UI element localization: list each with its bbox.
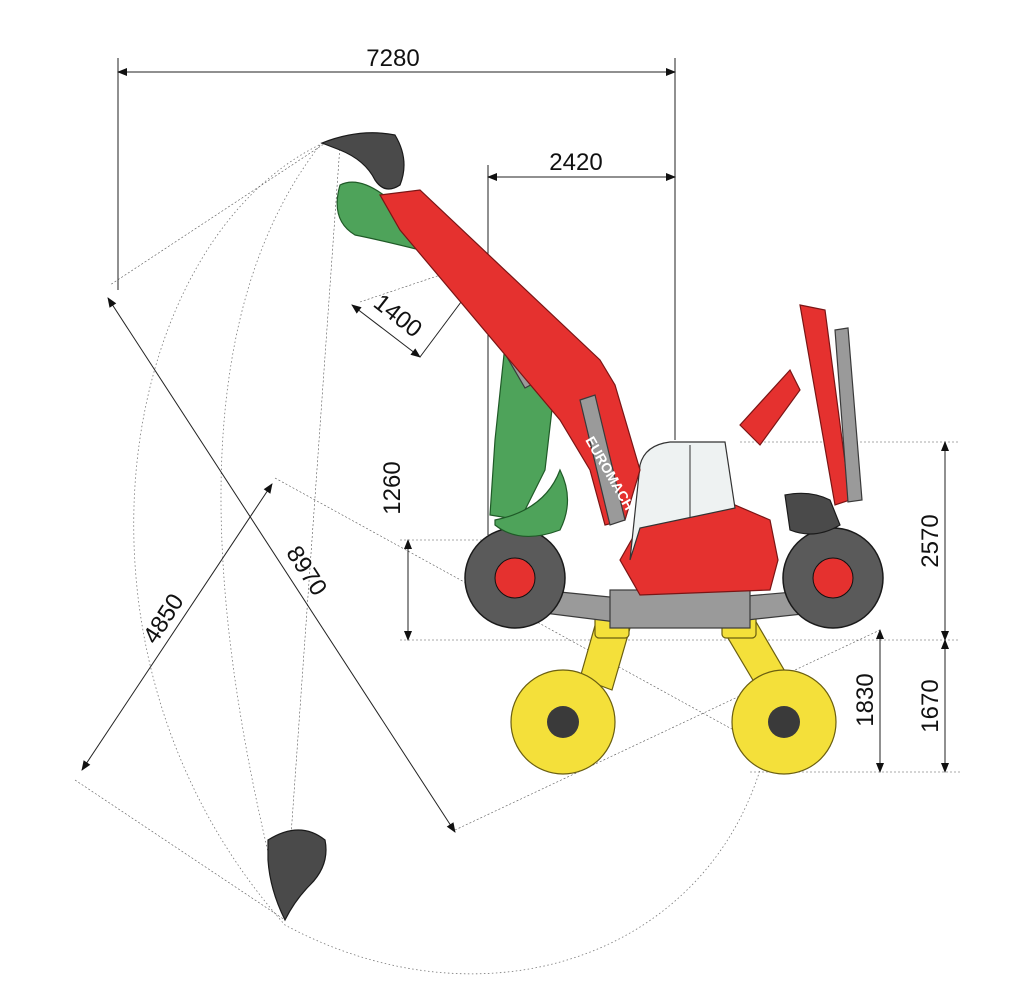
dim-1400-label: 1400	[368, 289, 427, 343]
operator-cab	[629, 441, 736, 561]
dim-8970-label: 8970	[280, 541, 332, 600]
outrigger-assembly	[510, 607, 837, 775]
chassis-base	[609, 589, 751, 629]
dim-1670-label: 1670	[917, 679, 944, 732]
dim-8970-line	[107, 297, 456, 833]
rear-bucket	[784, 492, 841, 535]
dim-4850-line	[81, 483, 273, 771]
deep-bucket	[267, 829, 327, 922]
dim-1830-label: 1830	[852, 673, 879, 726]
dim-7280-label: 7280	[366, 45, 419, 72]
machine-body	[619, 441, 779, 596]
guide-line	[109, 139, 331, 286]
front-hub	[494, 557, 536, 599]
rear-cylinder	[834, 327, 863, 503]
dim-2420-label: 2420	[549, 149, 602, 176]
left-wheel-hub	[547, 706, 579, 738]
rear-red-link	[739, 368, 801, 446]
main-boom: EUROMACH	[320, 132, 641, 526]
rear-leg-arm	[739, 304, 863, 535]
guide-line	[284, 144, 341, 921]
green-bucket-high	[336, 181, 422, 251]
dimension-lines: 7280 2420 1400 1260 2570 1830 1670 8970 …	[81, 45, 949, 833]
guide-line	[74, 779, 286, 921]
green-bucket-low	[494, 468, 569, 538]
chassis	[519, 587, 841, 629]
dim-2570-label: 2570	[917, 514, 944, 567]
rear-hub	[812, 557, 854, 599]
boom-lift-cylinder	[579, 394, 626, 526]
main-bucket	[320, 132, 405, 190]
right-wheel-hub	[768, 706, 800, 738]
dim-1260-label: 1260	[379, 461, 406, 514]
main-wheels	[464, 527, 884, 629]
low-position-bucket	[267, 829, 327, 922]
inner-reach-arc	[220, 144, 321, 921]
